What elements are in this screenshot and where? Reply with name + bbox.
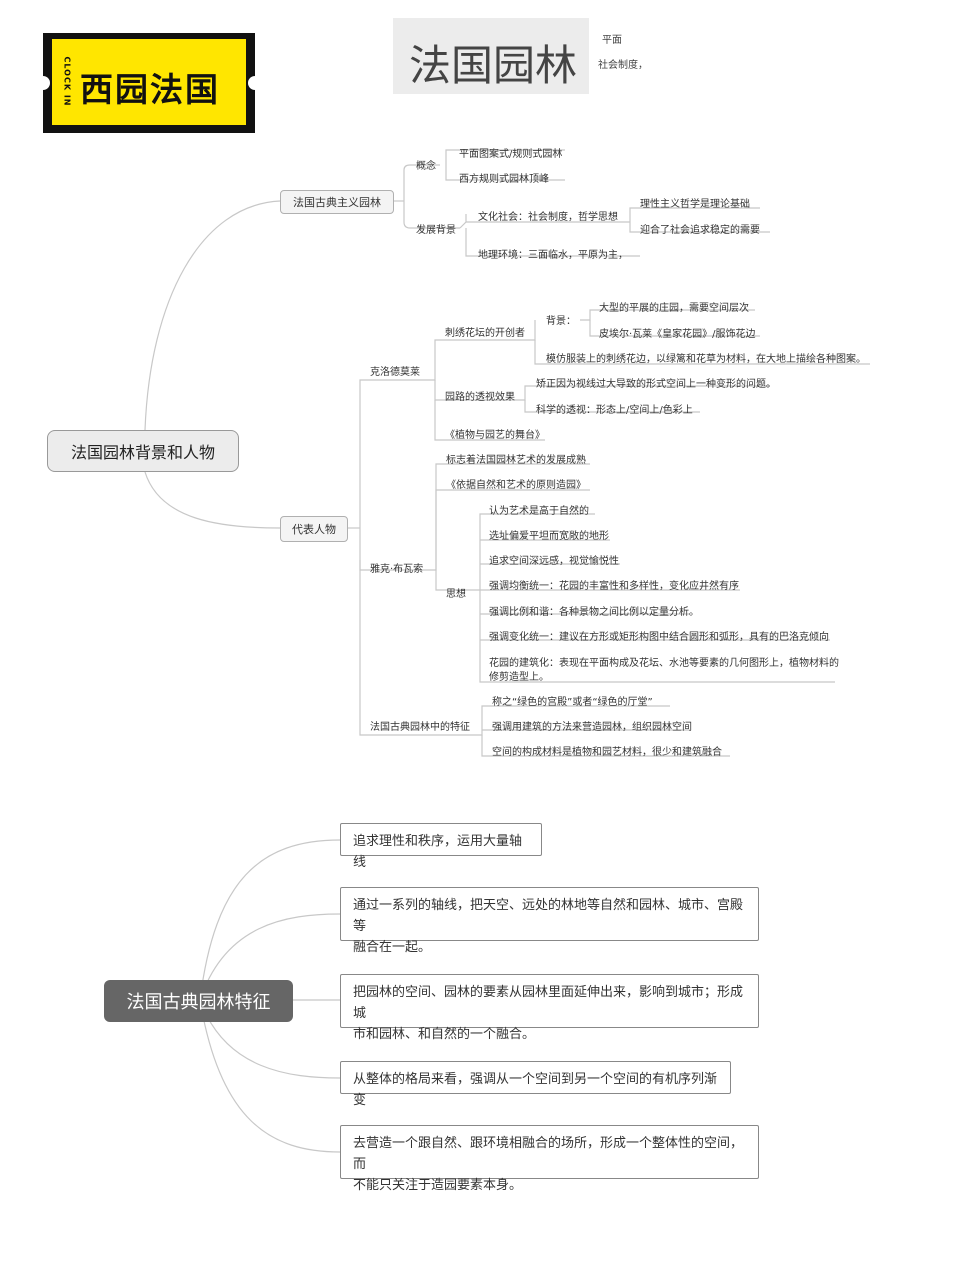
feature-card-line: 融合在一起。 bbox=[353, 940, 432, 955]
node-claude-mollet: 克洛德莫莱 bbox=[370, 367, 420, 378]
node-concept-item: 平面图案式/规则式园林 bbox=[459, 149, 563, 160]
feature-card-line: 追求理性和秩序，运用大量轴线 bbox=[353, 834, 523, 870]
feature-card: 从整体的格局来看，强调从一个空间到另一个空间的有机序列渐变 bbox=[340, 1061, 731, 1108]
node-jacques-boyceau: 雅克·布瓦索 bbox=[370, 564, 424, 575]
title-peek-1: 平面 bbox=[602, 35, 622, 46]
node-geography: 地理环境：三面临水，平原为主， bbox=[478, 250, 628, 261]
node-background: 发展背景 bbox=[416, 225, 456, 236]
title-peek-2: 社会制度， bbox=[598, 60, 648, 71]
node-perspective: 园路的透视效果 bbox=[445, 392, 515, 403]
node-book: 《植物与园艺的舞台》 bbox=[445, 430, 545, 441]
node-jacques-item: 《依据自然和艺术的原则造园》 bbox=[446, 480, 586, 491]
node-thought-item: 强调均衡统一：花园的丰富性和多样性，变化应井然有序 bbox=[489, 581, 739, 592]
logo-notch-right bbox=[248, 76, 262, 90]
node-thought-item: 追求空间深远感，视觉愉悦性 bbox=[489, 556, 619, 567]
node-feature-item: 强调用建筑的方法来营造园林，组织园林空间 bbox=[492, 722, 692, 733]
node-features: 法国古典园林中的特征 bbox=[370, 722, 470, 733]
feature-card: 通过一系列的轴线，把天空、远处的林地等自然和园林、城市、宫殿等 融合在一起。 bbox=[340, 887, 759, 955]
mindmap-root-features: 法国古典园林特征 bbox=[104, 980, 293, 1022]
node-feature-item: 称之“绿色的宫殿”或者“绿色的厅堂” bbox=[492, 697, 653, 708]
node-culture-item: 迎合了社会追求稳定的需要 bbox=[640, 225, 760, 236]
feature-card-line: 把园林的空间、园林的要素从园林里面延伸出来，影响到城市；形成城 bbox=[353, 985, 744, 1021]
mindmap-root-background: 法国园林背景和人物 bbox=[47, 430, 239, 472]
node-perspective-item: 矫正因为视线过大导致的形式空间上一种变形的问题。 bbox=[536, 379, 776, 390]
node-thought-item: 强调比例和谐：各种景物之间比例以定量分析。 bbox=[489, 607, 699, 618]
node-embroidery-item: 模仿服装上的刺绣花边，以绿篱和花草为材料，在大地上描绘各种图案。 bbox=[546, 354, 866, 365]
page-title: 法国园林 bbox=[409, 41, 578, 90]
node-thought-item: 选址偏爱平坦而宽敞的地形 bbox=[489, 531, 609, 542]
feature-card: 追求理性和秩序，运用大量轴线 bbox=[340, 823, 542, 870]
brand-logo: CLOCK IN 西园法国 bbox=[36, 33, 262, 133]
page-title-box: 法国园林 bbox=[393, 18, 589, 94]
node-bg-label: 背景： bbox=[546, 316, 576, 327]
feature-card-line: 从整体的格局来看，强调从一个空间到另一个空间的有机序列渐变 bbox=[353, 1072, 718, 1108]
node-concept-item: 西方规则式园林顶峰 bbox=[459, 174, 549, 185]
node-thought-item: 花园的建筑化：表现在平面构成及花坛、水池等要素的几何图形上，植物材料的 bbox=[489, 658, 839, 669]
node-feature-item: 空间的构成材料是植物和园艺材料，很少和建筑融合 bbox=[492, 747, 722, 758]
logo-side-text: CLOCK IN bbox=[62, 56, 72, 107]
node-bg-item: 皮埃尔·瓦莱《皇家花园》/服饰花边 bbox=[599, 329, 756, 340]
node-embroidery: 刺绣花坛的开创者 bbox=[445, 328, 525, 339]
node-thought: 思想 bbox=[446, 589, 466, 600]
feature-card-line: 通过一系列的轴线，把天空、远处的林地等自然和园林、城市、宫殿等 bbox=[353, 898, 744, 934]
feature-card-line: 市和园林、和自然的一个融合。 bbox=[353, 1027, 536, 1042]
node-culture-item: 理性主义哲学是理论基础 bbox=[640, 199, 750, 210]
logo-main-text: 西园法国 bbox=[80, 70, 220, 109]
feature-card: 把园林的空间、园林的要素从园林里面延伸出来，影响到城市；形成城 市和园林、和自然… bbox=[340, 974, 759, 1042]
node-representatives: 代表人物 bbox=[280, 516, 348, 542]
node-bg-item: 大型的平展的庄园，需要空间层次 bbox=[599, 303, 749, 314]
node-perspective-item: 科学的透视：形态上/空间上/色彩上 bbox=[536, 405, 693, 416]
feature-card: 去营造一个跟自然、跟环境相融合的场所，形成一个整体性的空间，而 不能只关注于造园… bbox=[340, 1125, 759, 1193]
node-thought-item: 强调变化统一：建议在方形或矩形构图中结合圆形和弧形，具有的巴洛克倾向 bbox=[489, 632, 829, 643]
node-culture: 文化社会：社会制度，哲学思想 bbox=[478, 212, 618, 223]
logo-notch-left bbox=[36, 76, 50, 90]
node-thought-item-cont: 修剪造型上。 bbox=[489, 672, 549, 683]
node-thought-item: 认为艺术是高于自然的 bbox=[489, 506, 589, 517]
feature-card-line: 不能只关注于造园要素本身。 bbox=[353, 1178, 523, 1193]
node-concept: 概念 bbox=[416, 161, 436, 172]
feature-card-line: 去营造一个跟自然、跟环境相融合的场所，形成一个整体性的空间，而 bbox=[353, 1136, 744, 1172]
node-classical-garden: 法国古典主义园林 bbox=[280, 190, 394, 214]
logo-ticket: CLOCK IN 西园法国 bbox=[52, 39, 246, 125]
node-jacques-item: 标志着法国园林艺术的发展成熟 bbox=[446, 455, 586, 466]
